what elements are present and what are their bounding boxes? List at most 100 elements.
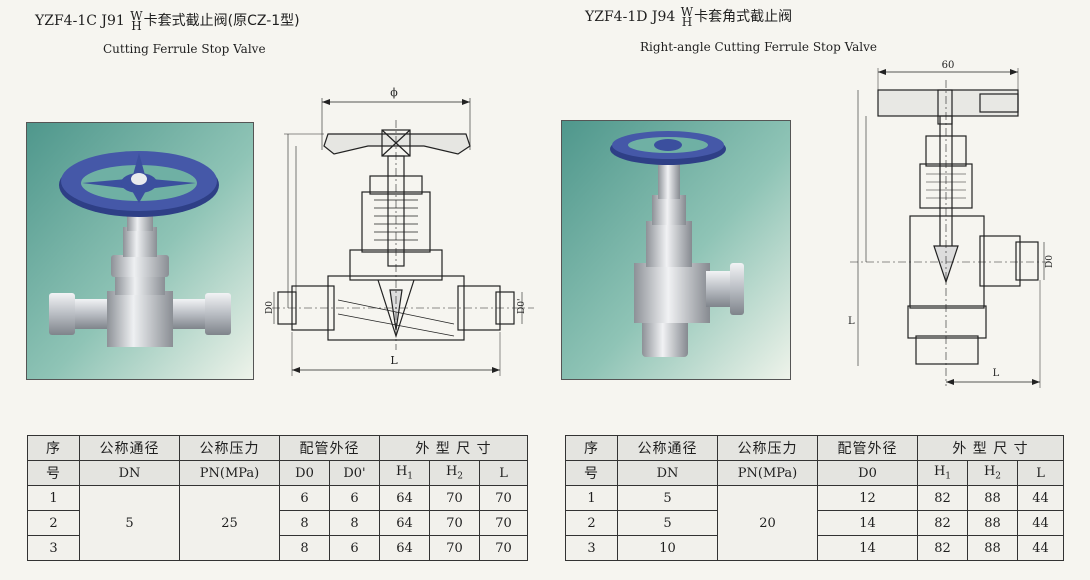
right-model-code: YZF4-1D J94 [585, 9, 676, 25]
left-row-2-h2: 70 [429, 510, 480, 536]
right-h2-header: H2 [967, 460, 1018, 486]
right-title-cn: 卡套角式截止阀 [694, 9, 793, 25]
right-h1-sub: 1 [945, 471, 952, 482]
right-size-header-cn: 外 型 尺 寸 [916, 435, 1065, 461]
right-d0-header: D0 [817, 460, 918, 486]
right-row-2-h2: 88 [967, 510, 1018, 536]
dim-d0-label: D0 [265, 301, 275, 314]
right-row-3-l: 44 [1016, 535, 1065, 561]
left-row-2-l: 70 [478, 510, 529, 536]
right-row-1-no: 1 [565, 485, 618, 511]
left-d0-header: D0 [279, 460, 330, 486]
right-dn-header-en: DN [617, 460, 718, 486]
right-table-header-row-2: 号 DN PN(MPa) D0 H1 H2 L [565, 460, 1065, 486]
right-row-1-d0: 12 [817, 485, 918, 511]
right-h1-header: H1 [917, 460, 968, 486]
right-row-1-h2: 88 [967, 485, 1018, 511]
right-dim-d0-label: D0 [1045, 255, 1055, 268]
right-valve-drawing: 60 全关H1 全开H2 L D0 [830, 56, 1060, 392]
left-row-1-h1: 64 [379, 485, 430, 511]
left-title-en: Cutting Ferrule Stop Valve [103, 42, 266, 56]
right-row-3-d0: 14 [817, 535, 918, 561]
right-h2-letter: H [983, 464, 996, 480]
right-h2-sub: 2 [995, 471, 1002, 482]
right-row-1-h1: 82 [917, 485, 968, 511]
dim-d0p-label: D0' [517, 299, 527, 314]
left-valve-drawing: ϕ 全关H1 全开H2 D0 D0' [258, 80, 548, 380]
left-row-2-d0p: 8 [329, 510, 380, 536]
left-row-1-h2: 70 [429, 485, 480, 511]
right-h1-letter: H [933, 464, 946, 480]
right-row-3-dn: 10 [617, 535, 718, 561]
left-row-2-no: 2 [27, 510, 80, 536]
right-row-3-no: 3 [565, 535, 618, 561]
left-title-cn: 卡套式截止阀(原CZ-1型) [143, 13, 300, 29]
left-row-3-d0p: 6 [329, 535, 380, 561]
left-pn-header-en: PN(MPa) [179, 460, 280, 486]
table-row: 3 8 6 64 70 70 [27, 535, 529, 561]
table-row: 2 5 14 82 88 44 [565, 510, 1065, 536]
right-row-2-no: 2 [565, 510, 618, 536]
left-dn-header-en: DN [79, 460, 180, 486]
left-size-header-cn: 外 型 尺 寸 [378, 435, 529, 461]
left-valve-photo [26, 122, 254, 380]
left-h1-letter: H [395, 464, 408, 480]
table-row: 2 8 8 64 70 70 [27, 510, 529, 536]
left-l-header: L [478, 460, 529, 486]
left-row-2-d0: 8 [279, 510, 330, 536]
right-spec-table: 序 公称通径 公称压力 配管外径 外 型 尺 寸 号 DN PN(MPa) D0… [565, 435, 1065, 561]
left-seq-header-1: 序 [27, 435, 80, 461]
left-pn-header-cn: 公称压力 [179, 435, 280, 461]
left-row-2-h1: 64 [379, 510, 430, 536]
right-row-2-l: 44 [1016, 510, 1065, 536]
right-row-2-dn: 5 [617, 510, 718, 536]
right-row-2-d0: 14 [817, 510, 918, 536]
table-row: 3 10 14 82 88 44 [565, 535, 1065, 561]
left-h1-header: H1 [379, 460, 430, 486]
left-table-header-row-1: 序 公称通径 公称压力 配管外径 外 型 尺 寸 [27, 435, 529, 461]
right-pn-header-en: PN(MPa) [717, 460, 818, 486]
left-row-1-d0p: 6 [329, 485, 380, 511]
right-pn-header-cn: 公称压力 [717, 435, 818, 461]
right-valve-photo [561, 120, 791, 380]
left-wh-bottom: H [131, 19, 142, 33]
right-dn-header-cn: 公称通径 [617, 435, 718, 461]
right-pipe-header-cn: 配管外径 [817, 435, 918, 461]
left-seq-header-2: 号 [27, 460, 80, 486]
right-wh-top: W [680, 5, 694, 19]
left-h2-header: H2 [429, 460, 480, 486]
left-row-1-l: 70 [478, 485, 529, 511]
left-dn-value: 5 [79, 485, 180, 561]
right-dim-l-horiz: L [993, 368, 1000, 379]
right-row-1-l: 44 [1016, 485, 1065, 511]
left-pn-value: 25 [179, 485, 280, 561]
table-row: 1 5 20 12 82 88 44 [565, 485, 1065, 561]
left-row-3-l: 70 [478, 535, 529, 561]
right-row-3-h1: 82 [917, 535, 968, 561]
dim-60-label: 60 [942, 60, 955, 71]
left-row-3-h1: 64 [379, 535, 430, 561]
right-title-en: Right-angle Cutting Ferrule Stop Valve [640, 40, 878, 54]
right-row-2-h1: 82 [917, 510, 968, 536]
right-pn-value: 20 [717, 485, 818, 561]
left-row-3-no: 3 [27, 535, 80, 561]
left-row-3-h2: 70 [429, 535, 480, 561]
left-h2-sub: 2 [457, 471, 464, 482]
right-l-header: L [1016, 460, 1065, 486]
left-h1-sub: 1 [407, 471, 414, 482]
dim-phi-label: ϕ [390, 86, 398, 99]
left-pipe-header-cn: 配管外径 [279, 435, 380, 461]
left-row-1-no: 1 [27, 485, 80, 511]
right-row-1-dn: 5 [617, 485, 718, 511]
left-row-1-d0: 6 [279, 485, 330, 511]
right-wh-bottom: H [681, 15, 693, 29]
dim-l-label: L [390, 354, 398, 367]
right-seq-header-2: 号 [565, 460, 618, 486]
left-model-code: YZF4-1C J91 [35, 13, 125, 29]
right-dim-l-vert: L [848, 316, 855, 327]
table-row: 1 5 25 6 6 64 70 70 [27, 485, 529, 561]
